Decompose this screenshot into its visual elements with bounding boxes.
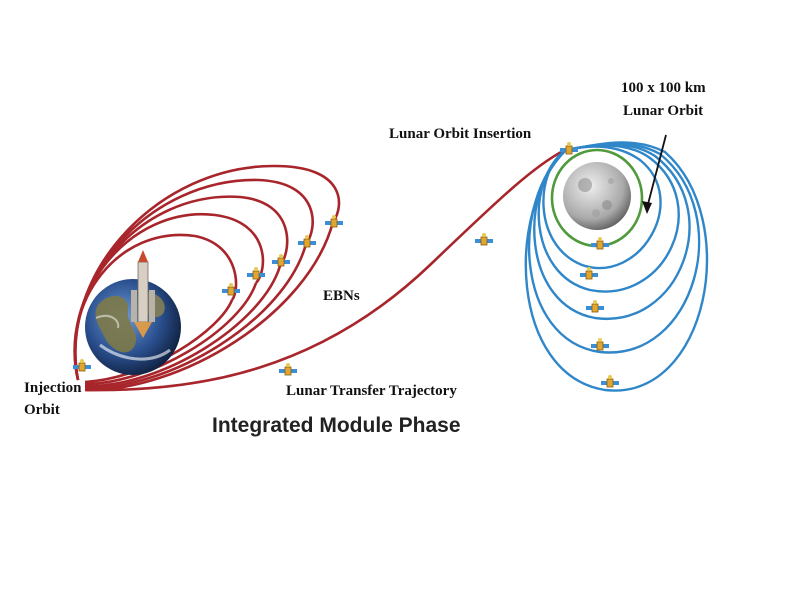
injection-orbit-return-1 xyxy=(84,299,234,384)
lunar-orbit-3 xyxy=(533,143,691,321)
lunar-orbit-label-line1: 100 x 100 km xyxy=(621,80,706,96)
spacecraft-icon xyxy=(590,337,610,351)
moon-icon xyxy=(563,162,631,230)
spacecraft-icon xyxy=(600,374,620,388)
rocket-icon xyxy=(131,250,155,338)
earth-bound-orbits xyxy=(73,148,566,392)
injection-orbit-label-line1: Injection xyxy=(24,380,82,396)
loi-label: Lunar Orbit Insertion xyxy=(389,126,532,142)
lunar-orbit-2 xyxy=(537,144,680,293)
earth-icon xyxy=(85,279,181,375)
lunar-transfer-trajectory xyxy=(84,148,566,392)
lunar-orbit-pointer-arrow xyxy=(642,134,667,214)
spacecraft-icon xyxy=(324,214,344,228)
spacecraft-icon xyxy=(271,253,291,267)
injection-orbit-return-3 xyxy=(84,265,282,388)
lunar-bound-orbits xyxy=(524,141,709,392)
ebns-label: EBNs xyxy=(323,288,360,304)
spacecraft-icon xyxy=(474,232,494,246)
spacecraft-icon xyxy=(278,362,298,376)
lunar-transfer-label: Lunar Transfer Trajectory xyxy=(286,383,457,399)
earth-orbit-5 xyxy=(74,164,341,381)
spacecraft-icon xyxy=(590,236,610,250)
injection-orbit-return-2 xyxy=(84,282,258,386)
phase-title: Integrated Module Phase xyxy=(212,414,461,437)
injection-orbit-label-line2: Orbit xyxy=(24,402,60,418)
injection-orbit-return-4 xyxy=(84,243,308,390)
injection-orbit-label: Injection Orbit xyxy=(24,380,85,418)
lunar-orbit-5 xyxy=(524,141,709,392)
injection-orbit-return-5 xyxy=(84,221,335,392)
lunar-orbit-1 xyxy=(542,145,662,269)
lunar-orbit-label-line2: Lunar Orbit xyxy=(623,103,703,119)
lunar-orbit-label: 100 x 100 km Lunar Orbit xyxy=(621,80,709,119)
spacecraft-icon xyxy=(585,299,605,313)
lunar-orbit-4 xyxy=(527,142,701,354)
spacecraft-icon xyxy=(297,234,317,248)
